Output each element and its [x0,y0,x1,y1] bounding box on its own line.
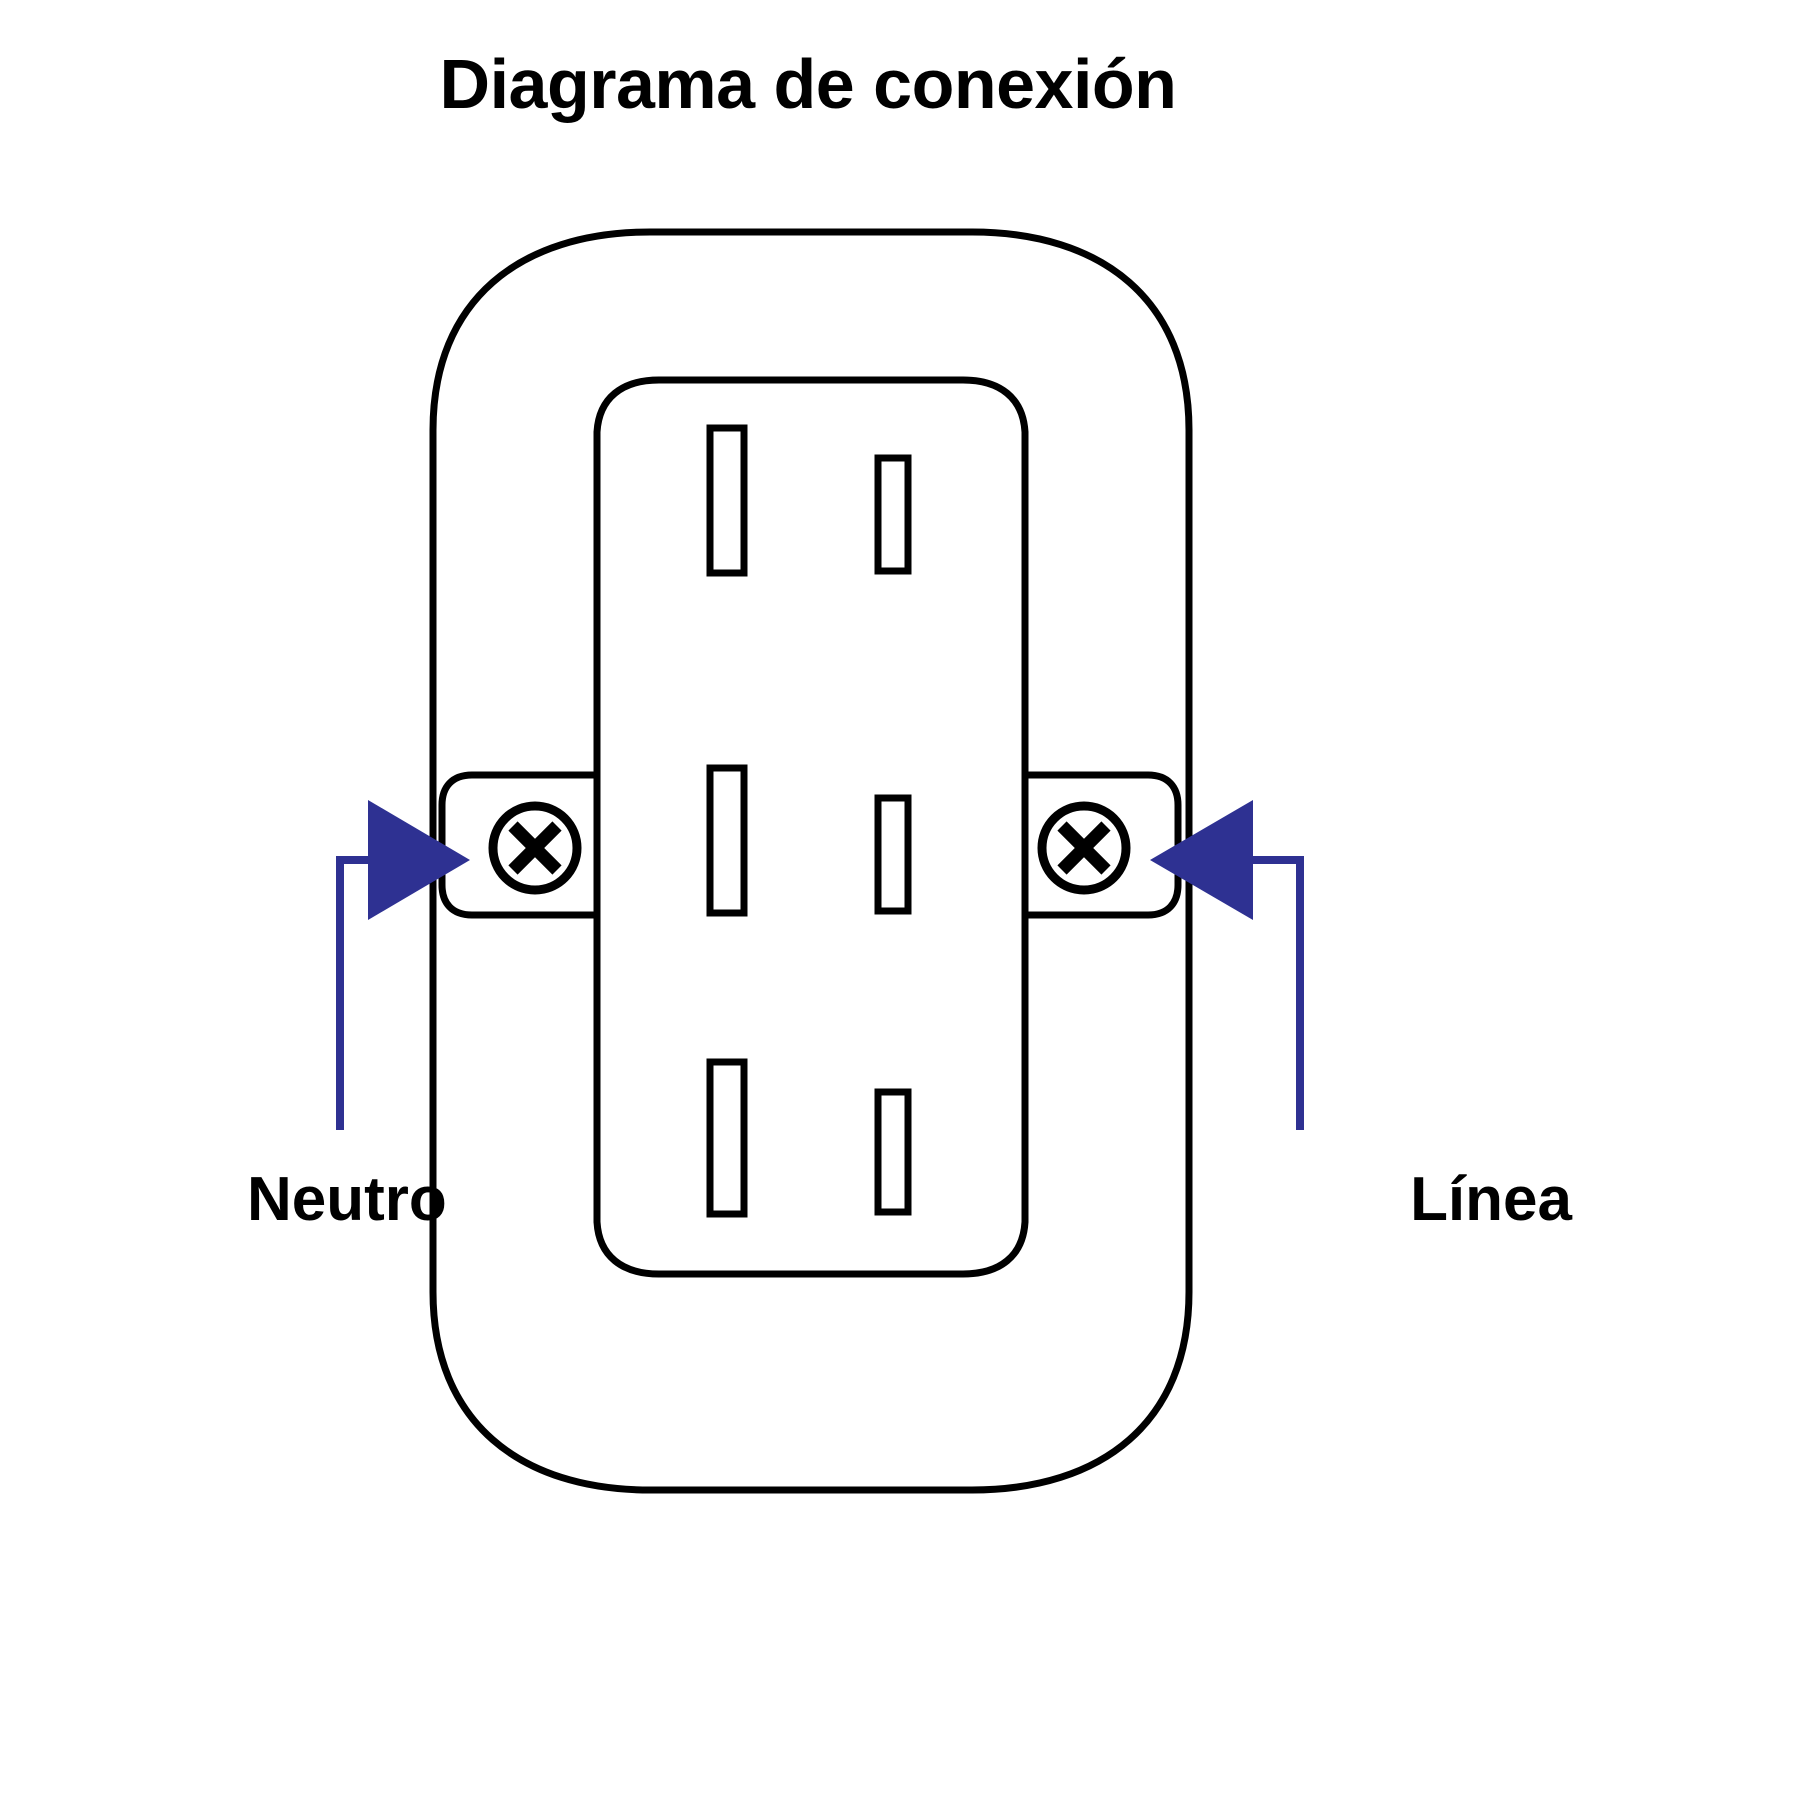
outlet-face-plate [593,376,1029,1278]
line-arrow-icon [1150,800,1253,920]
line-label: Línea [1410,1165,1572,1234]
neutral-label: Neutro [247,1165,447,1234]
diagram-title: Diagrama de conexión [440,45,1177,123]
slot-bottom-right [874,1088,912,1216]
slot-top-left [706,424,748,577]
slot-middle-left [706,764,748,917]
neutral-callout [336,800,470,1130]
slot-top-right [874,454,912,575]
line-screw-icon [1037,801,1131,895]
slot-bottom-left [706,1058,748,1218]
neutral-arrow-icon [368,800,470,920]
slot-middle-right [874,794,912,915]
neutral-screw-icon [488,801,582,895]
line-callout [1150,800,1304,1130]
